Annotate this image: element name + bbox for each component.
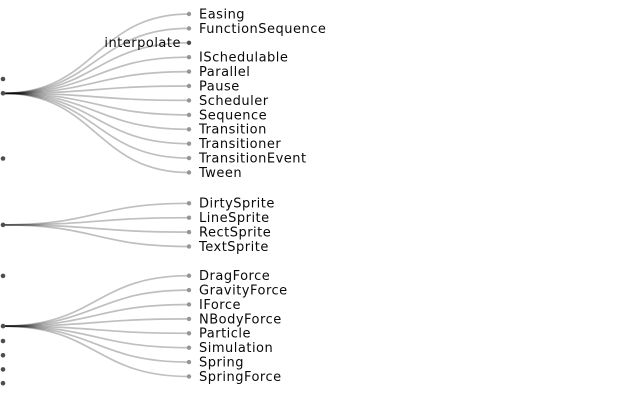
node-label[interactable]: Spring [199,356,244,371]
leaf-node-dot[interactable] [186,359,192,365]
tree-link [2,56,190,95]
leaf-node-dot[interactable] [186,302,192,307]
leaf-node-dot[interactable] [186,229,192,235]
tree-link [2,224,190,233]
tree-link [2,325,190,335]
tree-link [2,224,190,248]
tree-link [2,13,190,95]
tree-link [2,325,190,349]
node-label[interactable]: interpolate [104,36,181,51]
node-label[interactable]: Pause [199,79,240,94]
node-label[interactable]: Parallel [199,65,250,80]
node-label[interactable]: Particle [199,327,251,342]
node-label[interactable]: DirtySprite [199,197,275,212]
tree-link [2,202,190,226]
leaf-node-dot[interactable] [186,273,192,278]
tree-link [2,318,190,327]
leaf-node-dot[interactable] [186,55,192,60]
node-label[interactable]: Easing [199,7,245,22]
tree-link [2,41,190,95]
node-label[interactable]: DragForce [199,269,270,284]
leaf-node-dot[interactable] [186,331,192,336]
leaf-node-dot[interactable] [186,98,192,103]
clipped-node-dot[interactable] [0,156,6,161]
tree-link [2,85,190,95]
node-label[interactable]: Transitioner [198,137,281,152]
node-label[interactable]: LineSprite [199,211,270,226]
links-layer [2,13,190,378]
tree-link [2,325,190,363]
node-label[interactable]: NBodyForce [199,312,282,327]
node-label[interactable]: FunctionSequence [199,22,326,37]
clipped-node-dot[interactable] [0,380,6,386]
node-label[interactable]: Scheduler [199,94,269,109]
branch-node-dot[interactable] [0,222,6,228]
tree-link [2,92,190,145]
clipped-node-dot[interactable] [0,76,6,82]
node-label[interactable]: ISchedulable [199,51,288,66]
node-label[interactable]: RectSprite [199,226,271,241]
leaf-node-dot[interactable] [186,170,192,175]
tree-link [2,92,190,116]
leaf-node-dot[interactable] [186,201,192,206]
clipped-node-dot[interactable] [0,367,6,372]
tree-link [2,289,190,327]
leaf-node-dot[interactable] [186,127,192,132]
tree-link [2,303,190,327]
tree-link [2,92,190,174]
node-label[interactable]: SpringForce [199,370,282,385]
leaf-node-dot[interactable] [186,374,192,379]
leaf-node-dot[interactable] [186,69,192,74]
node-label[interactable]: Transition [198,123,267,138]
node-label[interactable]: GravityForce [199,284,288,299]
internal-node-dot[interactable] [186,40,192,45]
tree-link [2,92,190,131]
tree-link [2,27,190,95]
clipped-node-dot[interactable] [0,353,6,358]
node-label[interactable]: IForce [199,298,241,313]
tree-link [2,216,190,226]
node-label[interactable]: Tween [198,166,242,181]
leaf-node-dot[interactable] [186,11,192,17]
leaf-node-dot[interactable] [186,141,192,146]
leaf-node-dot[interactable] [186,345,192,350]
leaf-node-dot[interactable] [186,244,192,249]
clipped-node-dot[interactable] [0,273,6,279]
tree-link [2,325,190,378]
leaf-node-dot[interactable] [186,215,192,220]
tree-link [2,92,190,102]
leaf-node-dot[interactable] [186,155,192,161]
node-label[interactable]: Simulation [199,341,273,356]
node-label[interactable]: TransitionEvent [198,152,307,167]
leaf-node-dot[interactable] [186,26,192,31]
tree-link [2,274,190,327]
leaf-node-dot[interactable] [186,316,192,322]
leaf-node-dot[interactable] [186,83,192,89]
tree-link [2,70,190,95]
leaf-node-dot[interactable] [186,112,192,118]
tree-link [2,92,190,159]
clipped-node-dot[interactable] [0,338,6,344]
branch-node-dot[interactable] [0,323,6,329]
branch-node-dot[interactable] [0,91,6,96]
node-label[interactable]: TextSprite [198,240,269,255]
node-label[interactable]: Sequence [199,108,267,123]
leaf-node-dot[interactable] [186,287,192,293]
